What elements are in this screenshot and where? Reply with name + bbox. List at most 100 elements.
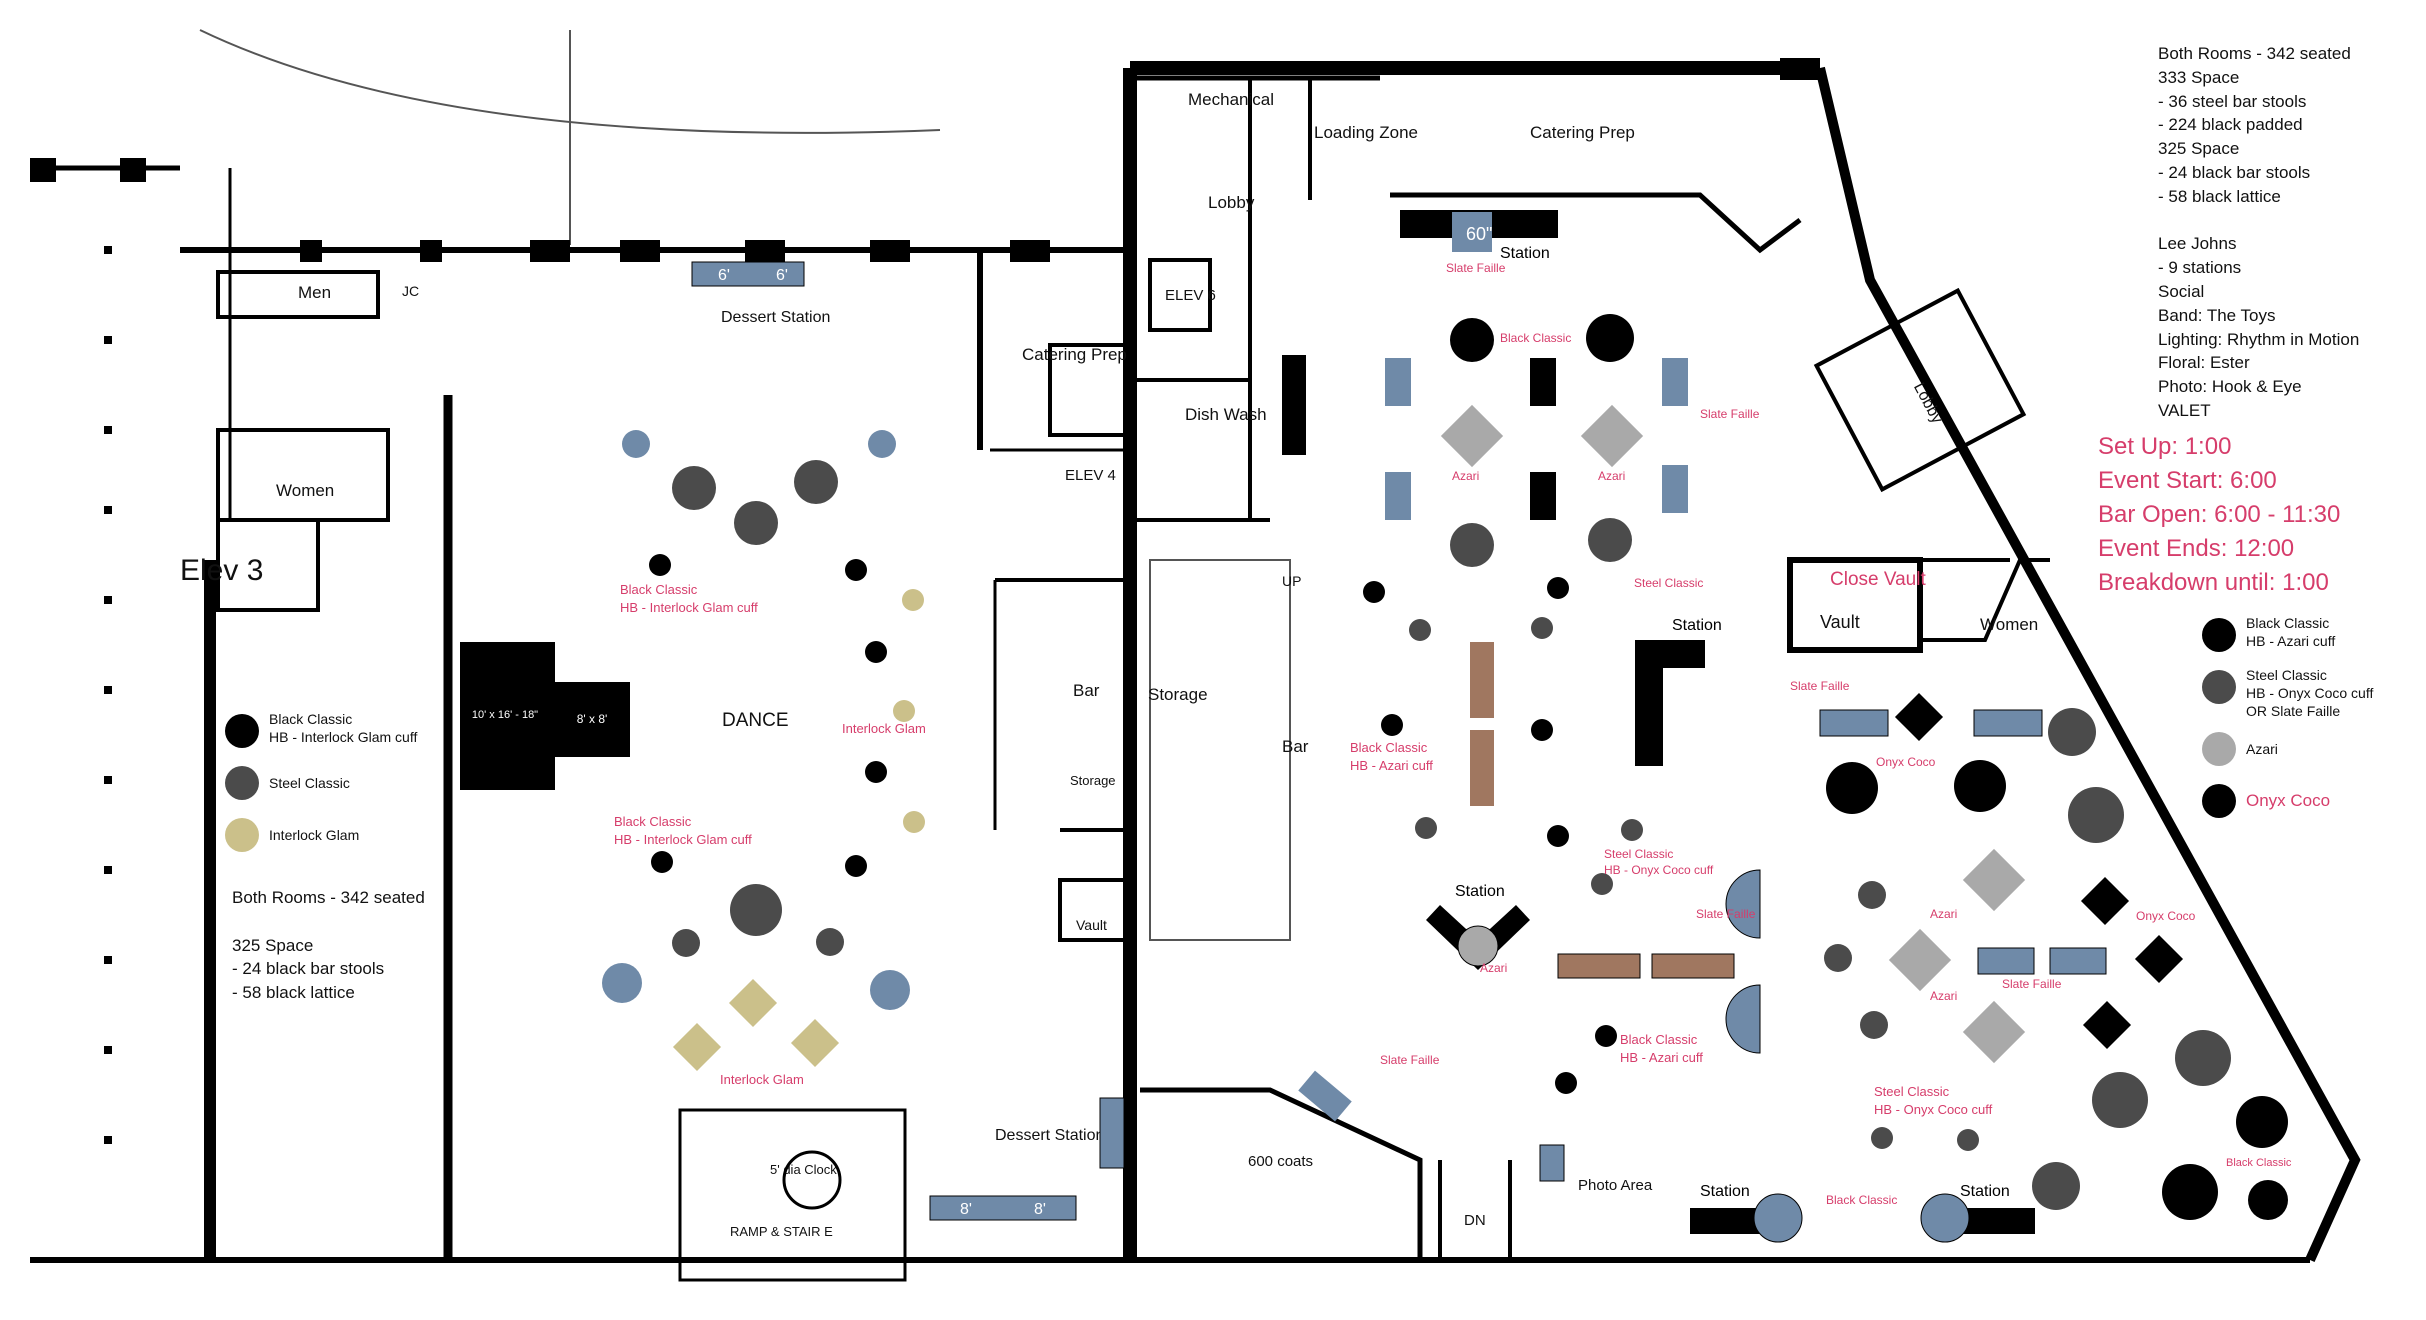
elev4-label: ELEV 4 (1065, 467, 1116, 484)
ramp-label: RAMP & STAIR E (730, 1224, 833, 1239)
legend-line: HB - Interlock Glam cuff (269, 729, 418, 745)
station-label: Station (1455, 883, 1505, 900)
annotation-hb-onyx: HB - Onyx Coco cuff (1604, 863, 1714, 877)
annotation-slate-faille: Slate Faille (1446, 261, 1506, 275)
legend-line: HB - Azari cuff (2246, 633, 2336, 649)
mechanical-label: Mechanical (1188, 90, 1274, 109)
info-line: 325 Space (232, 935, 314, 955)
annotation-black-classic: Black Classic (1500, 331, 1571, 345)
legend-text: Black Classic HB - Azari cuff (2246, 614, 2335, 650)
station-label: Station (1700, 1183, 1750, 1200)
legend-text: Steel Classic HB - Onyx Coco cuff OR Sla… (2246, 666, 2373, 720)
close-vault-label: Close Vault (1830, 569, 1926, 590)
bar-label: Bar (1073, 681, 1100, 700)
annotation-azari: Azari (1930, 907, 1957, 921)
info-line: Floral: Ester (2158, 353, 2250, 373)
info-line: Both Rooms - 342 seated (2158, 44, 2351, 63)
annotation-black-classic: Black Classic (614, 814, 692, 829)
annotation-steel-classic: Steel Classic (1634, 576, 1703, 590)
info-line: Lee Johns (2158, 234, 2237, 254)
legend-swatch (225, 818, 259, 852)
annotation-steel-classic: Steel Classic (1874, 1084, 1950, 1099)
dessert-station-bottom-label: Dessert Station (995, 1127, 1104, 1144)
legend-line: Steel Classic (2246, 667, 2327, 683)
info-line: - 24 black bar stools (232, 959, 385, 979)
info-line: 325 Space (2158, 139, 2240, 159)
annotation-black-classic: Black Classic (1826, 1193, 1897, 1207)
square-tables (672, 404, 2184, 1072)
annotation-onyx-coco: Onyx Coco (2136, 909, 2196, 923)
legend-swatch (2202, 784, 2236, 818)
stage-size-label: 10' x 16' - 18" (472, 709, 538, 721)
schedule-event-start: Event Start: 6:00 (2098, 467, 2277, 494)
schedule-breakdown: Breakdown until: 1:00 (2098, 569, 2329, 596)
dance-floor-label: DANCE (722, 710, 789, 731)
info-line: - 224 black padded (2158, 115, 2303, 135)
station-6ft-label: 6' (776, 267, 788, 284)
annotation-onyx-coco: Onyx Coco (1876, 755, 1936, 769)
info-line: - 58 black lattice (232, 983, 355, 1003)
rect-tables (1298, 358, 1688, 1122)
annotation-azari: Azari (1598, 469, 1625, 483)
women-right-label: Women (1980, 615, 2038, 634)
info-line: Band: The Toys (2158, 305, 2276, 325)
annotation-azari: Azari (1480, 961, 1507, 975)
annotation-interlock-glam: Interlock Glam (842, 721, 926, 736)
jc-label: JC (402, 283, 419, 299)
station-label: Station (1960, 1183, 2010, 1200)
info-line: - 58 black lattice (2158, 186, 2281, 206)
coats-label: 600 coats (1248, 1153, 1313, 1170)
up-label: UP (1282, 573, 1301, 589)
legend-line: Black Classic (269, 711, 353, 727)
legend-line: Black Classic (2246, 615, 2330, 631)
bar-right-label: Bar (1282, 737, 1309, 756)
storage-label: Storage (1148, 685, 1208, 704)
station-8ft-label: 8' (1034, 1201, 1046, 1218)
catering-prep-label: Catering Prep (1530, 123, 1635, 142)
highboy-markers (649, 554, 1979, 1151)
dish-wash-label: Dish Wash (1185, 405, 1267, 424)
legend-text: Interlock Glam (269, 827, 360, 843)
driveway-curve (199, 29, 941, 134)
info-line (232, 910, 425, 934)
schedule-setup: Set Up: 1:00 (2098, 433, 2232, 460)
stations: 6' 6' 8' 8' 60" Station Station Station … (691, 210, 2107, 1243)
annotation-black-classic: Black Classic (2226, 1157, 2292, 1169)
annotation-black-classic: Black Classic (1620, 1032, 1698, 1047)
info-line: - 36 steel bar stools (2158, 91, 2307, 111)
annotation-slate-faille: Slate Faille (2002, 977, 2062, 991)
wall-pillars (30, 58, 1820, 262)
annotation-hb-interlock: HB - Interlock Glam cuff (620, 600, 758, 615)
info-line: - 9 stations (2158, 258, 2242, 278)
annotation-hb-interlock: HB - Interlock Glam cuff (614, 832, 752, 847)
schedule-bar-open: Bar Open: 6:00 - 11:30 (2098, 501, 2341, 528)
annotation-slate-faille: Slate Faille (1790, 679, 1850, 693)
legend-swatch (2202, 670, 2236, 704)
info-line: Both Rooms - 342 seated (232, 888, 425, 907)
vault-label: Vault (1076, 917, 1107, 933)
elev3-label: Elev 3 (180, 554, 263, 587)
legend-text: Azari (2246, 741, 2278, 757)
info-line: - 24 black bar stools (2158, 162, 2311, 182)
info-line: Lighting: Rhythm in Motion (2158, 329, 2360, 349)
clock-label: 5' dia Clock (770, 1162, 837, 1177)
event-info: Both Rooms - 342 seated 333 Space - 36 s… (2158, 42, 2359, 423)
legend-text: Black Classic HB - Interlock Glam cuff (269, 710, 417, 746)
column-markers (104, 246, 112, 1144)
legend-swatch (225, 766, 259, 800)
annotation-black-classic: Black Classic (1350, 740, 1428, 755)
annotation-hb-azari: HB - Azari cuff (1350, 758, 1433, 773)
info-line: 333 Space (2158, 67, 2240, 87)
annotation-slate-faille: Slate Faille (1380, 1053, 1440, 1067)
annotation-slate-faille: Slate Faille (1700, 407, 1760, 421)
info-line: Social (2158, 281, 2205, 301)
legend-text: Onyx Coco (2246, 791, 2331, 810)
catering-prep-left-label: Catering Prep (1022, 345, 1127, 364)
stage-extension-label: 8' x 8' (577, 712, 608, 726)
vault-right-label: Vault (1820, 612, 1860, 632)
round-tables (602, 314, 2288, 1220)
station-6ft-label: 6' (718, 267, 730, 284)
annotation-steel-classic: Steel Classic (1604, 847, 1673, 861)
